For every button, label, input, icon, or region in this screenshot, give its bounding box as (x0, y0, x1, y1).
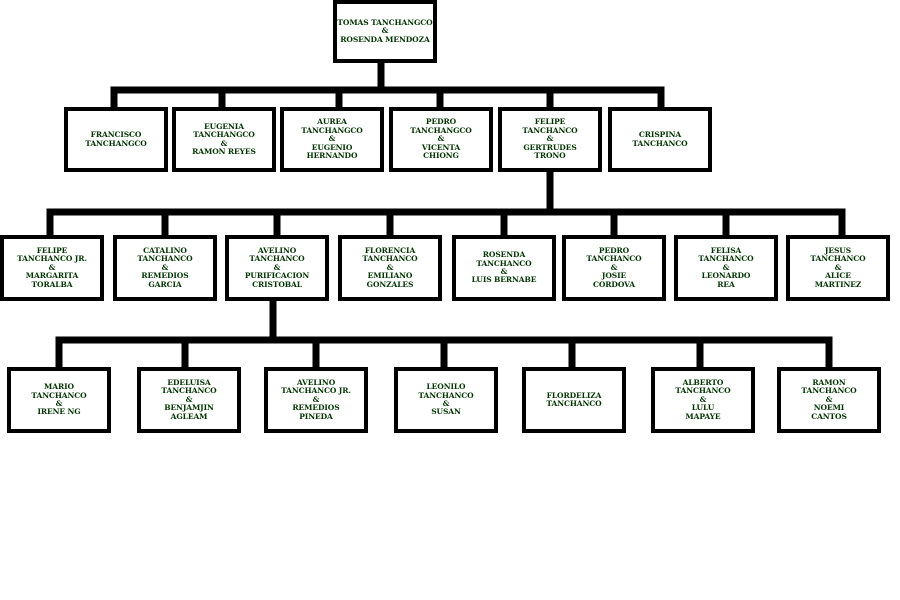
gen2-label: CRISPINA TANCHANCO (632, 130, 688, 148)
gen3-label: CATALINO TANCHANCO & REMEDIOS GARCIA (137, 245, 193, 289)
gen3-label: FELIPE TANCHANCO JR. & MARGARITA TORALBA (17, 245, 87, 289)
gen2-node[interactable]: FRANCISCO TANCHANGCO (64, 107, 168, 172)
gen2-label: FRANCISCO TANCHANGCO (85, 130, 147, 148)
gen4-label: LEONILO TANCHANCO & SUSAN (418, 382, 474, 417)
gen3-label: ROSENDA TANCHANCO & LUIS BERNABE (471, 250, 537, 285)
gen3-node[interactable]: FELIPE TANCHANCO JR. & MARGARITA TORALBA (0, 235, 104, 301)
gen4-label: RAMON TANCHANCO & NOEMI CANTOS (801, 377, 857, 421)
gen4-node[interactable]: LEONILO TANCHANCO & SUSAN (394, 367, 498, 433)
gen3-node[interactable]: AVELINO TANCHANCO & PURIFICACION CRISTOB… (225, 235, 329, 301)
gen4-label: AVELINO TANCHANCO JR. & REMEDIOS PINEDA (281, 377, 351, 421)
gen4-node[interactable]: RAMON TANCHANCO & NOEMI CANTOS (777, 367, 881, 433)
gen2-node[interactable]: CRISPINA TANCHANCO (608, 107, 712, 172)
gen3-node[interactable]: PEDRO TANCHANCO & JOSIE CORDOVA (562, 235, 666, 301)
gen4-node[interactable]: ALBERTO TANCHANCO & LULU MAPAYE (651, 367, 755, 433)
gen4-label: ALBERTO TANCHANCO & LULU MAPAYE (675, 377, 731, 421)
root-couple-label: TOMAS TANCHANGCO & ROSENDA MENDOZA (337, 17, 433, 44)
gen3-node[interactable]: CATALINO TANCHANCO & REMEDIOS GARCIA (113, 235, 217, 301)
gen4-label: EDELUISA TANCHANCO & BENJAMJIN AGLEAM (161, 377, 217, 421)
gen4-node[interactable]: EDELUISA TANCHANCO & BENJAMJIN AGLEAM (137, 367, 241, 433)
gen3-node[interactable]: FLORENCIA TANCHANCO & EMILIANO GONZALES (338, 235, 442, 301)
gen4-node[interactable]: FLORDELIZA TANCHANCO (522, 367, 626, 433)
gen2-label: AUREA TANCHANGCO & EUGENIO HERNANDO (301, 117, 363, 161)
gen3-label: AVELINO TANCHANCO & PURIFICACION CRISTOB… (244, 245, 310, 289)
gen3-node[interactable]: ROSENDA TANCHANCO & LUIS BERNABE (452, 235, 556, 301)
gen3-label: FELISA TANCHANCO & LEONARDO REA (698, 245, 754, 289)
gen4-label: MARIO TANCHANCO & IRENE NG (31, 382, 87, 417)
gen4-node[interactable]: MARIO TANCHANCO & IRENE NG (7, 367, 111, 433)
gen3-label: PEDRO TANCHANCO & JOSIE CORDOVA (586, 245, 642, 289)
gen3-node[interactable]: JESUS TANCHANCO & ALICE MARTINEZ (786, 235, 890, 301)
gen4-label: FLORDELIZA TANCHANCO (546, 390, 602, 408)
root-couple-box[interactable]: TOMAS TANCHANGCO & ROSENDA MENDOZA (333, 0, 437, 63)
gen2-label: FELIPE TANCHANCO & GERTRUDES TRONO (522, 117, 578, 161)
gen2-node[interactable]: EUGENIA TANCHANGCO & RAMON REYES (172, 107, 276, 172)
gen2-label: PEDRO TANCHANGCO & VICENTA CHIONG (410, 117, 472, 161)
gen3-node[interactable]: FELISA TANCHANCO & LEONARDO REA (674, 235, 778, 301)
gen2-label: EUGENIA TANCHANGCO & RAMON REYES (192, 121, 256, 156)
gen2-node[interactable]: PEDRO TANCHANGCO & VICENTA CHIONG (389, 107, 493, 172)
gen2-node[interactable]: AUREA TANCHANGCO & EUGENIO HERNANDO (280, 107, 384, 172)
gen2-node[interactable]: FELIPE TANCHANCO & GERTRUDES TRONO (498, 107, 602, 172)
gen4-node[interactable]: AVELINO TANCHANCO JR. & REMEDIOS PINEDA (264, 367, 368, 433)
gen3-label: FLORENCIA TANCHANCO & EMILIANO GONZALES (362, 245, 418, 289)
gen3-label: JESUS TANCHANCO & ALICE MARTINEZ (810, 245, 866, 289)
